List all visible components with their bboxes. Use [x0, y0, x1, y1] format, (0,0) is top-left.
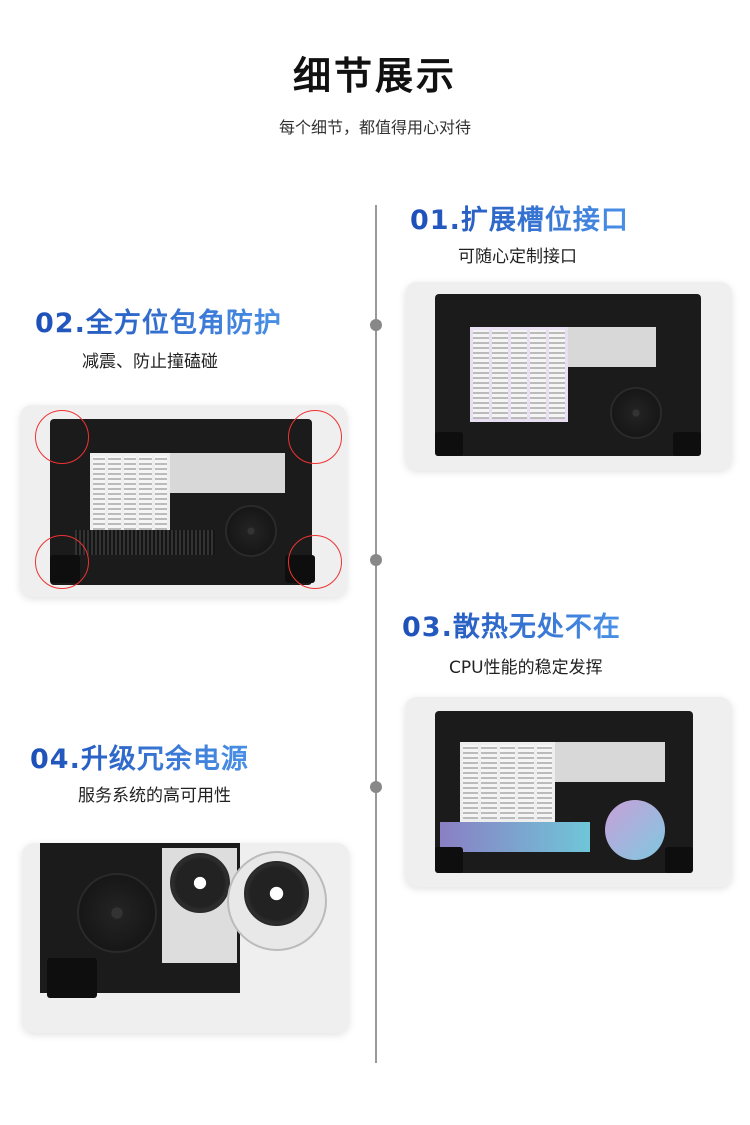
section-heading-corner: 02.全方位包角防护 — [35, 301, 282, 340]
section-sub-cooling: CPU性能的稳定发挥 — [449, 658, 603, 678]
section-sub-corner: 减震、防止撞磕碰 — [82, 352, 218, 372]
page-title: 细节展示 — [292, 54, 457, 98]
product-image-power — [22, 843, 349, 1033]
product-image-expansion — [405, 282, 732, 470]
corner-highlight — [288, 410, 342, 464]
section-heading-power: 04.升级冗余电源 — [30, 737, 249, 776]
section-heading-cooling: 03.散热无处不在 — [402, 605, 621, 644]
timeline-dot — [370, 781, 382, 793]
corner-highlight — [288, 535, 342, 589]
page-subtitle: 每个细节，都值得用心对待 — [278, 118, 471, 137]
corner-highlight — [35, 535, 89, 589]
product-image-corner — [20, 405, 347, 597]
corner-highlight — [35, 410, 89, 464]
section-sub-power: 服务系统的高可用性 — [78, 786, 231, 806]
product-image-cooling — [405, 697, 732, 887]
section-heading-expansion: 01.扩展槽位接口 — [410, 198, 629, 237]
timeline-line — [375, 205, 377, 1063]
section-sub-expansion: 可随心定制接口 — [458, 247, 577, 267]
timeline-dot — [370, 319, 382, 331]
timeline-dot — [370, 554, 382, 566]
